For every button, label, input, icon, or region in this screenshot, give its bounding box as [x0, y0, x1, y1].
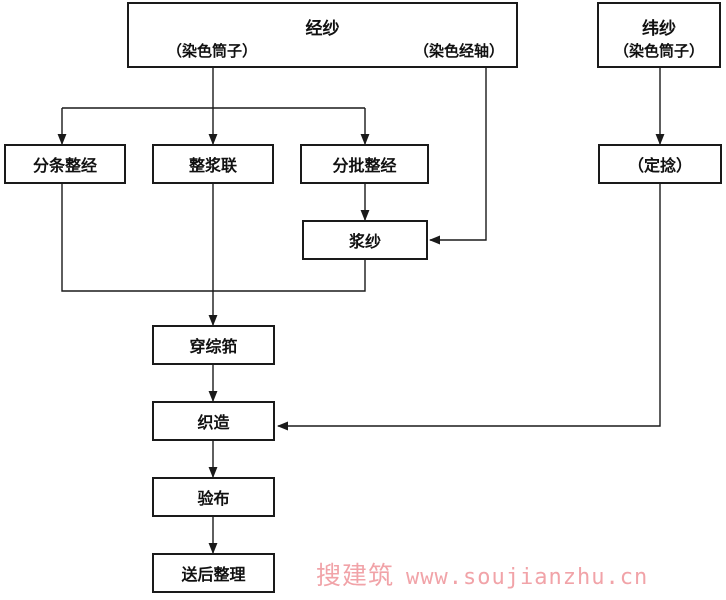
node-beam-warping: 分批整经	[300, 144, 429, 184]
node-beam-warping-label: 分批整经	[332, 156, 397, 175]
node-twist-setting: （定捻）	[598, 144, 722, 184]
node-weaving: 织造	[152, 401, 275, 441]
node-sectional-warping: 分条整经	[4, 144, 126, 184]
node-warp-label: 经纱	[305, 19, 340, 39]
node-finishing: 送后整理	[152, 553, 275, 593]
watermark-text: 搜建筑	[316, 561, 395, 590]
node-ball-warp-sizing-label: 整浆联	[188, 156, 237, 175]
node-drawing-in: 穿综筘	[152, 325, 275, 365]
node-weft-label: 纬纱	[642, 19, 676, 39]
node-weaving-label: 织造	[197, 413, 230, 432]
node-warp: 经纱 （染色筒子） （染色经轴）	[127, 2, 518, 68]
arrow-warp-beam-to-sizing	[428, 68, 487, 245]
node-twist-setting-label: （定捻）	[627, 156, 692, 175]
node-ball-warp-sizing: 整浆联	[152, 144, 274, 184]
watermark: 搜建筑 www.soujianzhu.cn	[316, 556, 648, 592]
node-finishing-label: 送后整理	[181, 565, 246, 584]
node-drawing-in-label: 穿综筘	[189, 337, 238, 356]
node-weft: 纬纱 （染色筒子）	[597, 2, 721, 68]
arrow-twist-set-to-weaving	[276, 184, 661, 431]
node-inspection: 验布	[152, 477, 275, 517]
node-sizing-label: 浆纱	[348, 232, 381, 251]
watermark-url: www.soujianzhu.cn	[406, 565, 649, 590]
node-sizing: 浆纱	[302, 220, 428, 260]
node-weft-sub: （染色筒子）	[613, 42, 704, 60]
node-warp-sub-left: （染色筒子）	[167, 42, 258, 60]
node-warp-sub-right: （染色经轴）	[413, 42, 504, 60]
node-inspection-label: 验布	[197, 489, 230, 508]
node-sectional-warping-label: 分条整经	[32, 156, 97, 175]
